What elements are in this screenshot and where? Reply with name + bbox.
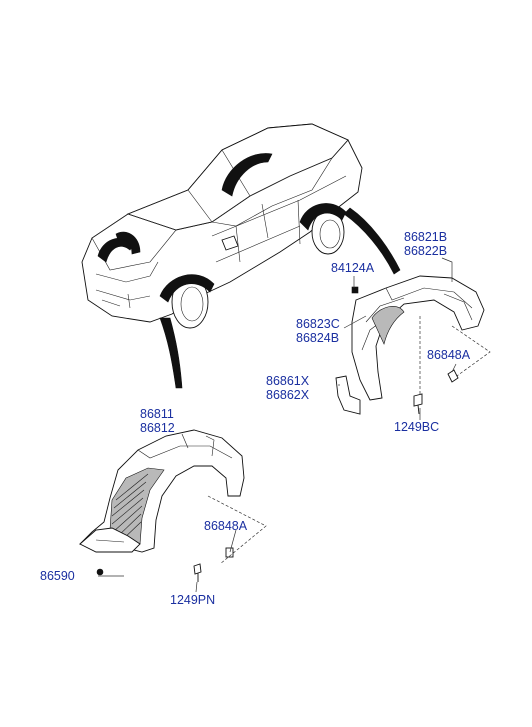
label-86822b: 86822B xyxy=(404,244,447,258)
label-86590: 86590 xyxy=(40,569,75,583)
label-84124a: 84124A xyxy=(331,261,375,275)
label-1249pn: 1249PN xyxy=(170,593,215,607)
leader-lines xyxy=(98,257,457,593)
front-arrow xyxy=(159,317,183,389)
label-86812: 86812 xyxy=(140,421,175,435)
label-86861x: 86861X xyxy=(266,374,310,388)
front-wheel-guard xyxy=(79,429,245,582)
label-86848a-front: 86848A xyxy=(204,519,248,533)
label-1249bc: 1249BC xyxy=(394,420,439,434)
rear-wheel-guard xyxy=(335,275,485,415)
car-illustration xyxy=(81,123,363,329)
label-86862x: 86862X xyxy=(266,388,310,402)
rear-fasteners xyxy=(413,369,459,415)
label-86824b: 86824B xyxy=(296,331,339,345)
label-86821b: 86821B xyxy=(404,230,447,244)
rear-arrow xyxy=(343,207,401,275)
label-86848a-rear: 86848A xyxy=(427,348,471,362)
label-86823c: 86823C xyxy=(296,317,340,331)
label-86811: 86811 xyxy=(140,407,174,421)
